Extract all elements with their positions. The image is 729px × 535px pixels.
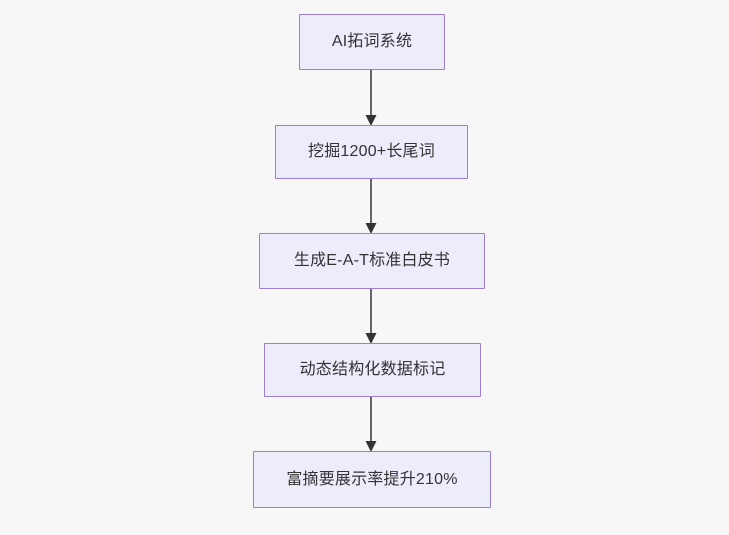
flow-edge-n2-n3 bbox=[365, 179, 377, 234]
flow-node-dynamic-structured-data-markup[interactable]: 动态结构化数据标记 bbox=[264, 343, 481, 397]
flow-node-generate-eat-whitepaper[interactable]: 生成E-A-T标准白皮书 bbox=[259, 233, 485, 289]
flow-node-mine-longtail-keywords[interactable]: 挖掘1200+长尾词 bbox=[275, 125, 468, 179]
flow-edge-n3-n4 bbox=[365, 289, 377, 344]
flow-node-label: 挖掘1200+长尾词 bbox=[308, 143, 435, 161]
flow-node-ai-keyword-system[interactable]: AI拓词系统 bbox=[299, 14, 445, 70]
flow-edge-n1-n2 bbox=[365, 70, 377, 126]
flow-node-label: 富摘要展示率提升210% bbox=[286, 470, 458, 488]
flow-node-label: AI拓词系统 bbox=[331, 33, 413, 51]
flow-edge-n4-n5 bbox=[365, 397, 377, 452]
flow-node-rich-snippet-impression-lift[interactable]: 富摘要展示率提升210% bbox=[253, 451, 491, 508]
flow-node-label: 生成E-A-T标准白皮书 bbox=[293, 252, 451, 270]
flow-node-label: 动态结构化数据标记 bbox=[299, 361, 446, 379]
